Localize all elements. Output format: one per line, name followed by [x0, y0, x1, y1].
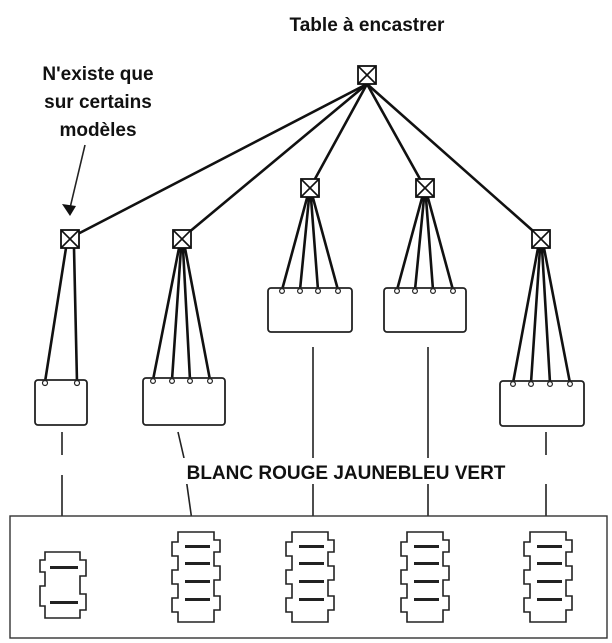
note-arrow	[62, 144, 86, 216]
plug-connector-3	[267, 287, 353, 333]
socket-connector-2	[171, 531, 221, 623]
table-title: Table à encastrer	[290, 15, 446, 36]
socket-connector-3	[285, 531, 335, 623]
socket-connector-1	[39, 551, 87, 619]
plug-connector-1	[34, 379, 88, 426]
plug-pins	[150, 288, 573, 388]
junction-icon-5	[531, 229, 551, 249]
note-line-3: modèles	[59, 120, 136, 141]
junction-icon-4	[415, 178, 435, 198]
junction-icon-1	[60, 229, 80, 249]
main-cables	[68, 82, 543, 240]
socket-connector-5	[523, 531, 573, 623]
plug-connector-5	[499, 380, 585, 427]
junction-icon-top	[357, 65, 377, 85]
note-line-2: sur certains	[44, 92, 152, 113]
branch-2	[142, 246, 226, 426]
branch-1	[34, 246, 88, 426]
branch-5	[499, 246, 585, 427]
plug-connector-4	[383, 287, 467, 333]
color-labels: BLANC ROUGE JAUNEBLEU VERT	[187, 463, 506, 484]
note-line-1: N'existe que	[42, 64, 153, 85]
branch-4	[383, 196, 467, 333]
junction-icon-2	[172, 229, 192, 249]
plug-connector-2	[142, 377, 226, 426]
junction-icon-3	[300, 178, 320, 198]
insertion-arrows	[57, 347, 551, 542]
branch-3	[267, 196, 353, 333]
socket-connector-4	[400, 531, 450, 623]
